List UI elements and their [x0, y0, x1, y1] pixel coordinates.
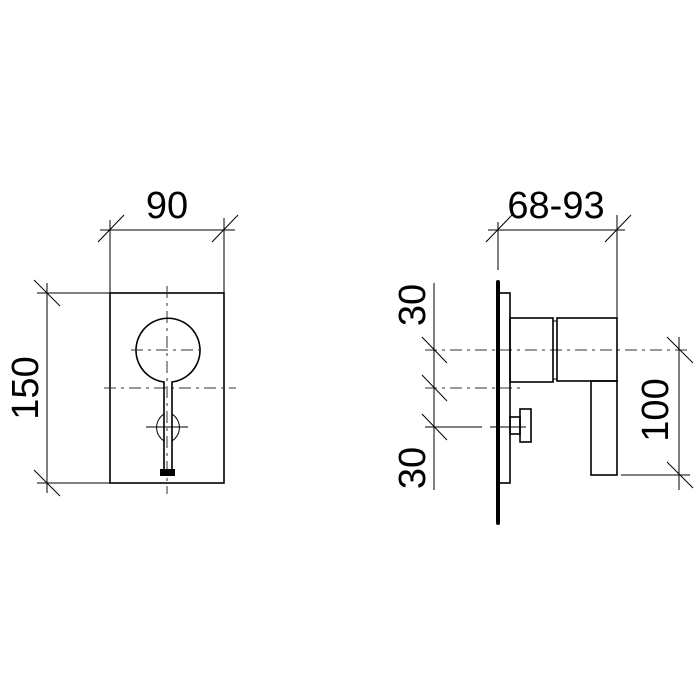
- lower-offset-label: 30: [392, 447, 434, 489]
- height-label: 150: [5, 356, 47, 419]
- depth-label: 68-93: [507, 185, 604, 227]
- handle-body: [556, 317, 618, 382]
- lever-handle-front: [135, 317, 201, 471]
- lever-side: [590, 380, 618, 476]
- knob-stem: [509, 416, 521, 435]
- lever-height-label: 100: [635, 378, 677, 441]
- front-view: 90 150: [5, 185, 239, 497]
- diverter-knob-side: [519, 408, 532, 443]
- upper-offset-label: 30: [392, 284, 434, 326]
- lever-tip: [160, 469, 175, 476]
- side-view: 68-93 30 30 100: [392, 185, 694, 525]
- width-label: 90: [146, 185, 188, 227]
